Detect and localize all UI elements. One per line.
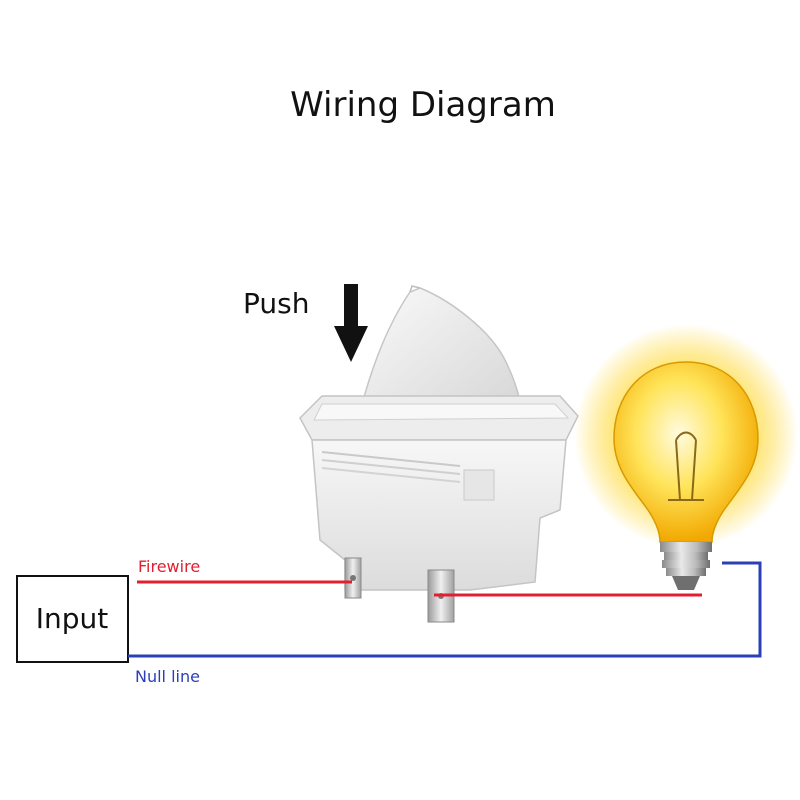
diagram-title: Wiring Diagram: [290, 85, 556, 125]
firewire-wire: [137, 580, 702, 597]
input-label: Input: [36, 602, 109, 635]
null-line-label: Null line: [135, 667, 200, 686]
light-bulb-icon: [574, 324, 798, 590]
null-line-wire: [128, 561, 762, 658]
firewire-label: Firewire: [138, 557, 200, 576]
push-label: Push: [243, 287, 309, 320]
door-switch-icon: [299, 285, 579, 623]
input-box: [16, 575, 129, 663]
arrow-down-icon: [334, 284, 368, 362]
